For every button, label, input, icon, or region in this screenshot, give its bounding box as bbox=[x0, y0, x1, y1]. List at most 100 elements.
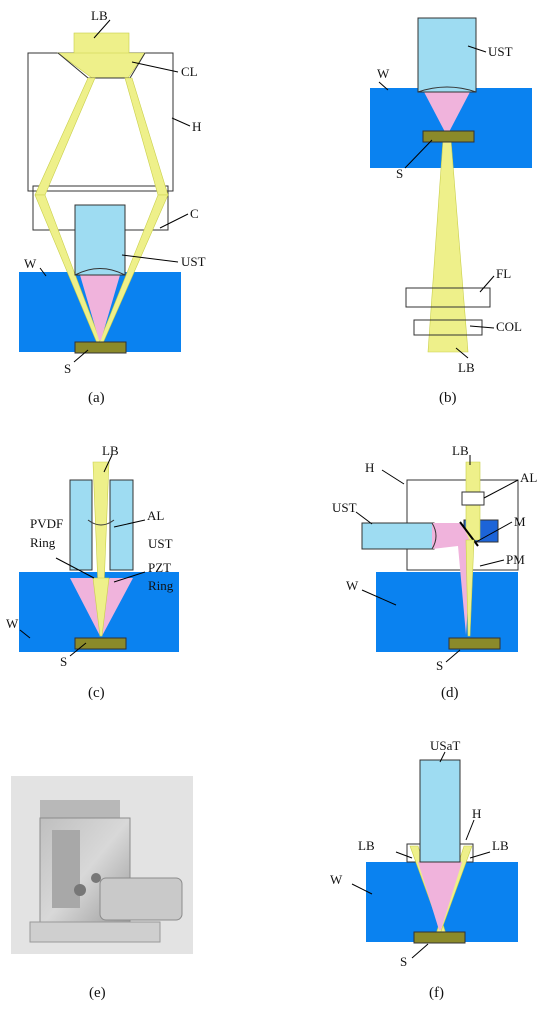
leader-m bbox=[475, 521, 513, 543]
leader-w bbox=[39, 267, 47, 277]
transducer-left bbox=[69, 479, 93, 571]
transducer-face bbox=[431, 522, 437, 550]
leader-h bbox=[381, 469, 405, 485]
photo-screw-2 bbox=[91, 873, 101, 883]
label-ust: UST bbox=[181, 254, 206, 269]
leader-s bbox=[445, 649, 461, 663]
label-s: S bbox=[60, 654, 67, 669]
label-w: W bbox=[377, 66, 390, 81]
leader-lb-right bbox=[469, 851, 491, 859]
sample bbox=[74, 341, 127, 354]
transducer bbox=[417, 17, 477, 93]
leader-usat bbox=[439, 751, 446, 763]
leader-pzt bbox=[113, 571, 146, 583]
leader-pvdf bbox=[55, 557, 95, 579]
ultrasound-focus bbox=[80, 268, 120, 340]
leader-c bbox=[159, 213, 189, 229]
label-cl: CL bbox=[181, 64, 198, 79]
label-h: H bbox=[472, 806, 481, 821]
label-h: H bbox=[192, 119, 201, 134]
leader-ust bbox=[467, 45, 487, 53]
label-pzt: PZT bbox=[148, 560, 171, 575]
label-m: M bbox=[514, 514, 526, 529]
caption-f: (f) bbox=[429, 985, 444, 1001]
label-pm: PM bbox=[506, 552, 525, 567]
leader-col bbox=[469, 325, 495, 329]
leader-w bbox=[361, 589, 397, 606]
lens-outline bbox=[57, 52, 146, 79]
laser-beam-lower bbox=[465, 539, 475, 637]
beam-left-upper bbox=[34, 77, 96, 196]
label-ust: UST bbox=[148, 536, 173, 551]
photo-shaft bbox=[52, 830, 80, 908]
leader-lb-left bbox=[395, 851, 413, 859]
leader-s bbox=[404, 139, 433, 169]
sample bbox=[74, 637, 127, 650]
leader-w bbox=[19, 629, 31, 639]
photo-cap bbox=[40, 800, 120, 820]
caption-e: (e) bbox=[89, 985, 106, 1001]
caption-a: (a) bbox=[88, 390, 105, 406]
ultrasound-focus bbox=[423, 86, 471, 132]
label-s: S bbox=[64, 361, 71, 376]
label-al: AL bbox=[520, 470, 537, 485]
sample bbox=[413, 931, 466, 944]
label-pzt-ring: Ring bbox=[148, 578, 174, 593]
panel-b: UST W S FL COL LB (b) bbox=[370, 17, 532, 406]
leader-w bbox=[351, 883, 373, 895]
label-ust: UST bbox=[332, 500, 357, 515]
sample bbox=[422, 130, 475, 143]
transducer bbox=[419, 759, 461, 863]
leader-lb bbox=[93, 19, 111, 39]
caption-c: (c) bbox=[88, 685, 105, 701]
label-ust: UST bbox=[488, 44, 513, 59]
panel-e: (e) bbox=[11, 776, 193, 1001]
label-h: H bbox=[365, 460, 374, 475]
label-c: C bbox=[190, 206, 199, 221]
label-lb: LB bbox=[458, 360, 475, 375]
ultrasound-path bbox=[432, 523, 472, 635]
photo-side-arm bbox=[99, 877, 183, 921]
transducer-face bbox=[74, 268, 126, 276]
panel-d: LB H AL UST M PM W S (d) bbox=[332, 443, 537, 701]
label-fl: FL bbox=[496, 266, 511, 281]
label-w: W bbox=[24, 256, 37, 271]
leader-lb bbox=[103, 454, 113, 473]
label-w: W bbox=[346, 578, 359, 593]
leader-lb bbox=[455, 347, 469, 359]
label-pvdf-ring: Ring bbox=[30, 535, 56, 550]
label-s: S bbox=[396, 166, 403, 181]
label-col: COL bbox=[496, 319, 522, 334]
transducer bbox=[361, 522, 435, 550]
leader-cl bbox=[131, 61, 179, 73]
label-w: W bbox=[330, 872, 343, 887]
leader-ust bbox=[121, 254, 179, 263]
leader-w bbox=[378, 81, 389, 91]
beam-right-upper bbox=[124, 77, 169, 196]
label-w: W bbox=[6, 616, 19, 631]
panel-f: USaT H LB LB W S (f) bbox=[330, 738, 518, 1001]
panel-c: LB AL PVDF Ring UST PZT Ring W S (c) bbox=[6, 443, 179, 701]
mirror bbox=[459, 521, 479, 547]
leader-h bbox=[171, 117, 191, 127]
photo-base bbox=[29, 921, 161, 943]
label-al: AL bbox=[147, 508, 164, 523]
sample bbox=[448, 637, 501, 650]
leader-h bbox=[465, 819, 475, 841]
caption-d: (d) bbox=[441, 685, 459, 701]
ultrasound-focus bbox=[418, 858, 462, 930]
label-lb: LB bbox=[91, 8, 108, 23]
label-s: S bbox=[436, 658, 443, 673]
label-lb-right: LB bbox=[492, 838, 509, 853]
leader-s bbox=[411, 943, 429, 959]
leader-pm bbox=[479, 559, 505, 567]
leader-ust bbox=[355, 511, 373, 525]
acoustic-lens bbox=[461, 491, 485, 506]
laser-source bbox=[73, 32, 130, 56]
label-s: S bbox=[400, 954, 407, 969]
photo-screw-1 bbox=[74, 884, 86, 896]
label-pvdf: PVDF bbox=[30, 516, 63, 531]
label-lb-left: LB bbox=[358, 838, 375, 853]
leader-s bbox=[73, 349, 89, 363]
